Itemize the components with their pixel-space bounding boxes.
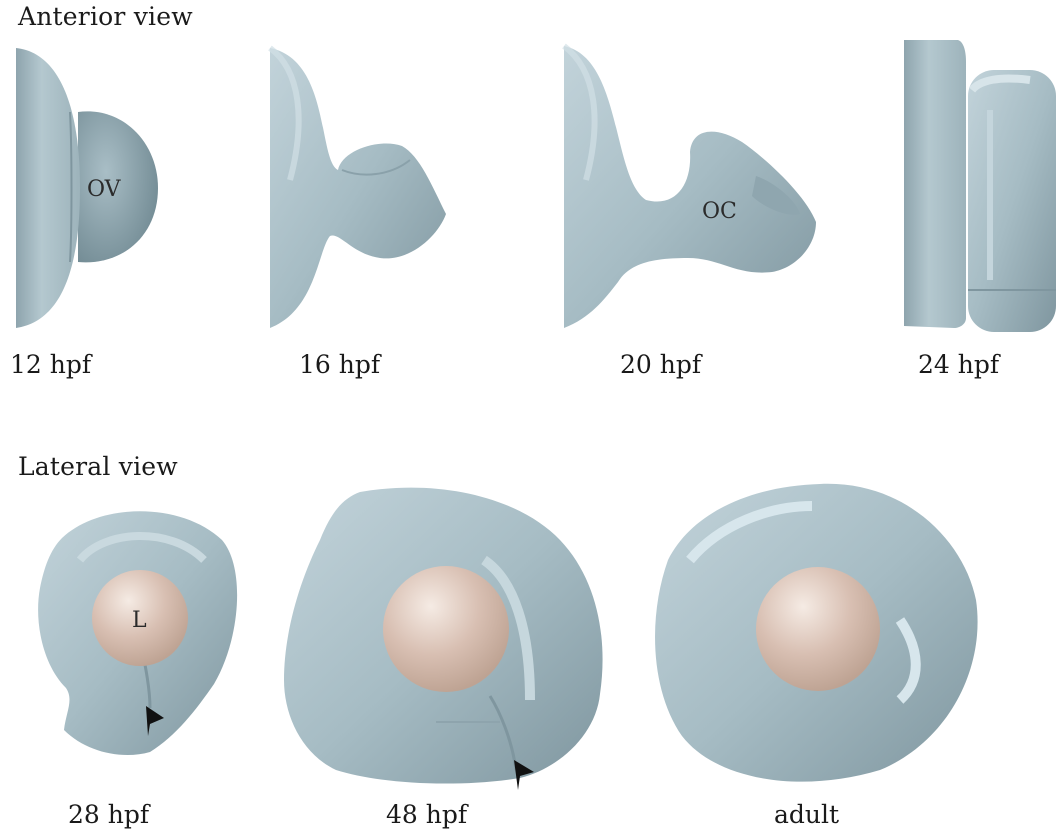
stage-label-24-hpf: 24 hpf — [918, 350, 999, 379]
stage-48-hpf-shape — [284, 488, 603, 790]
stage-label-16-hpf: 16 hpf — [299, 350, 380, 379]
stage-adult-shape — [655, 484, 978, 782]
stage-label-48-hpf: 48 hpf — [386, 800, 467, 829]
optic-cup-label: OC — [702, 199, 737, 224]
stage-12-hpf-shape: OV — [16, 48, 158, 328]
stage-28-hpf-shape: L — [38, 511, 237, 755]
stage-24-hpf-shape — [904, 40, 1056, 332]
stage-label-12-hpf: 12 hpf — [10, 350, 91, 379]
stage-label-28-hpf: 28 hpf — [68, 800, 149, 829]
optic-vesicle-label: OV — [87, 177, 122, 202]
stage-label-adult: adult — [774, 800, 839, 829]
stage-label-20-hpf: 20 hpf — [620, 350, 701, 379]
lens-label: L — [132, 608, 147, 633]
stage-16-hpf-shape — [270, 48, 446, 328]
stage-20-hpf-shape: OC — [564, 46, 816, 328]
